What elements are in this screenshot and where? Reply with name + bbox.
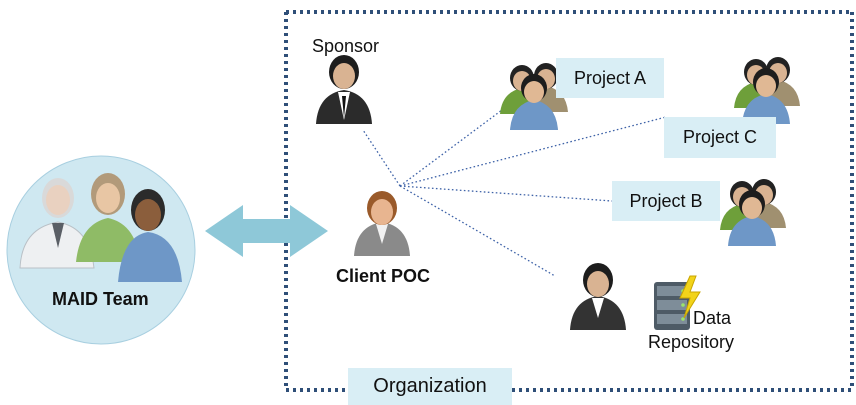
organization-label: Organization [348,368,512,405]
maid-team-label: MAID Team [52,289,149,309]
project-b-label: Project B [612,181,720,221]
client-poc-label: Client POC [336,266,431,286]
project-b-group-icon [720,179,786,246]
sponsor-label: Sponsor [312,36,380,56]
data-repository-label-line1: Data [693,308,732,328]
project-a-label: Project A [556,58,664,98]
organization-border [284,10,854,392]
project-c-label: Project C [664,117,776,158]
double-arrow [205,205,328,257]
lightning-icon [679,275,701,319]
project-a-group-icon [500,63,568,130]
data-repository-label: Data Repository [648,306,734,354]
client-poc-person-icon [354,191,410,256]
data-repository-label-line2: Repository [648,332,735,352]
connector-lines [362,106,667,277]
repository-person-icon [570,263,626,330]
project-c-group-icon [734,57,800,124]
sponsor-person-icon [316,55,372,124]
maid-team-group-icon [19,173,182,282]
